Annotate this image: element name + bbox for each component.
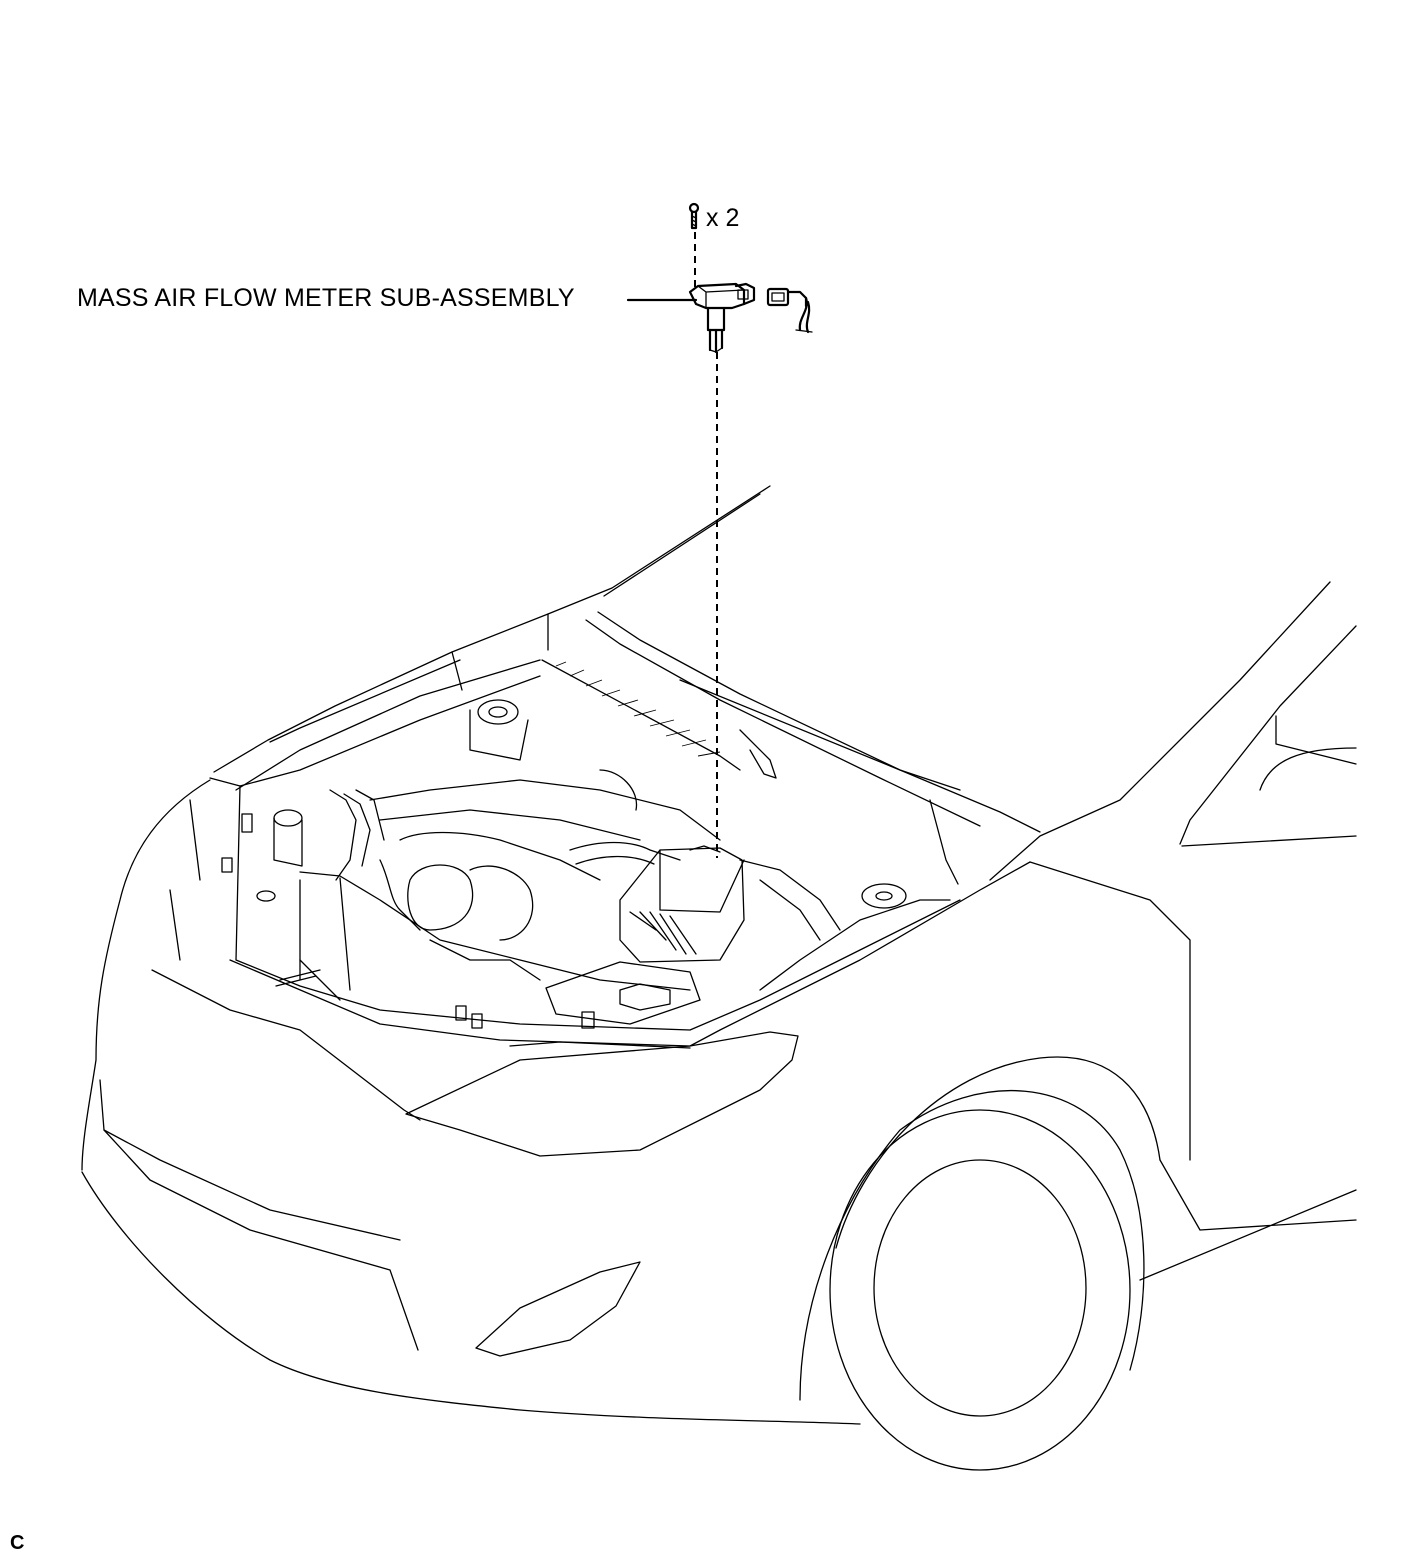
bolt-icon <box>688 202 700 230</box>
part-name-callout: MASS AIR FLOW METER SUB-ASSEMBLY <box>77 284 575 312</box>
mass-air-flow-meter-icon <box>688 282 756 354</box>
vehicle-body <box>81 485 1357 1471</box>
engine-bay <box>221 699 961 1031</box>
wire-connector-icon <box>766 287 813 334</box>
bolt-quantity-callout: x 2 <box>706 204 740 232</box>
corner-mark: C <box>10 1532 25 1554</box>
